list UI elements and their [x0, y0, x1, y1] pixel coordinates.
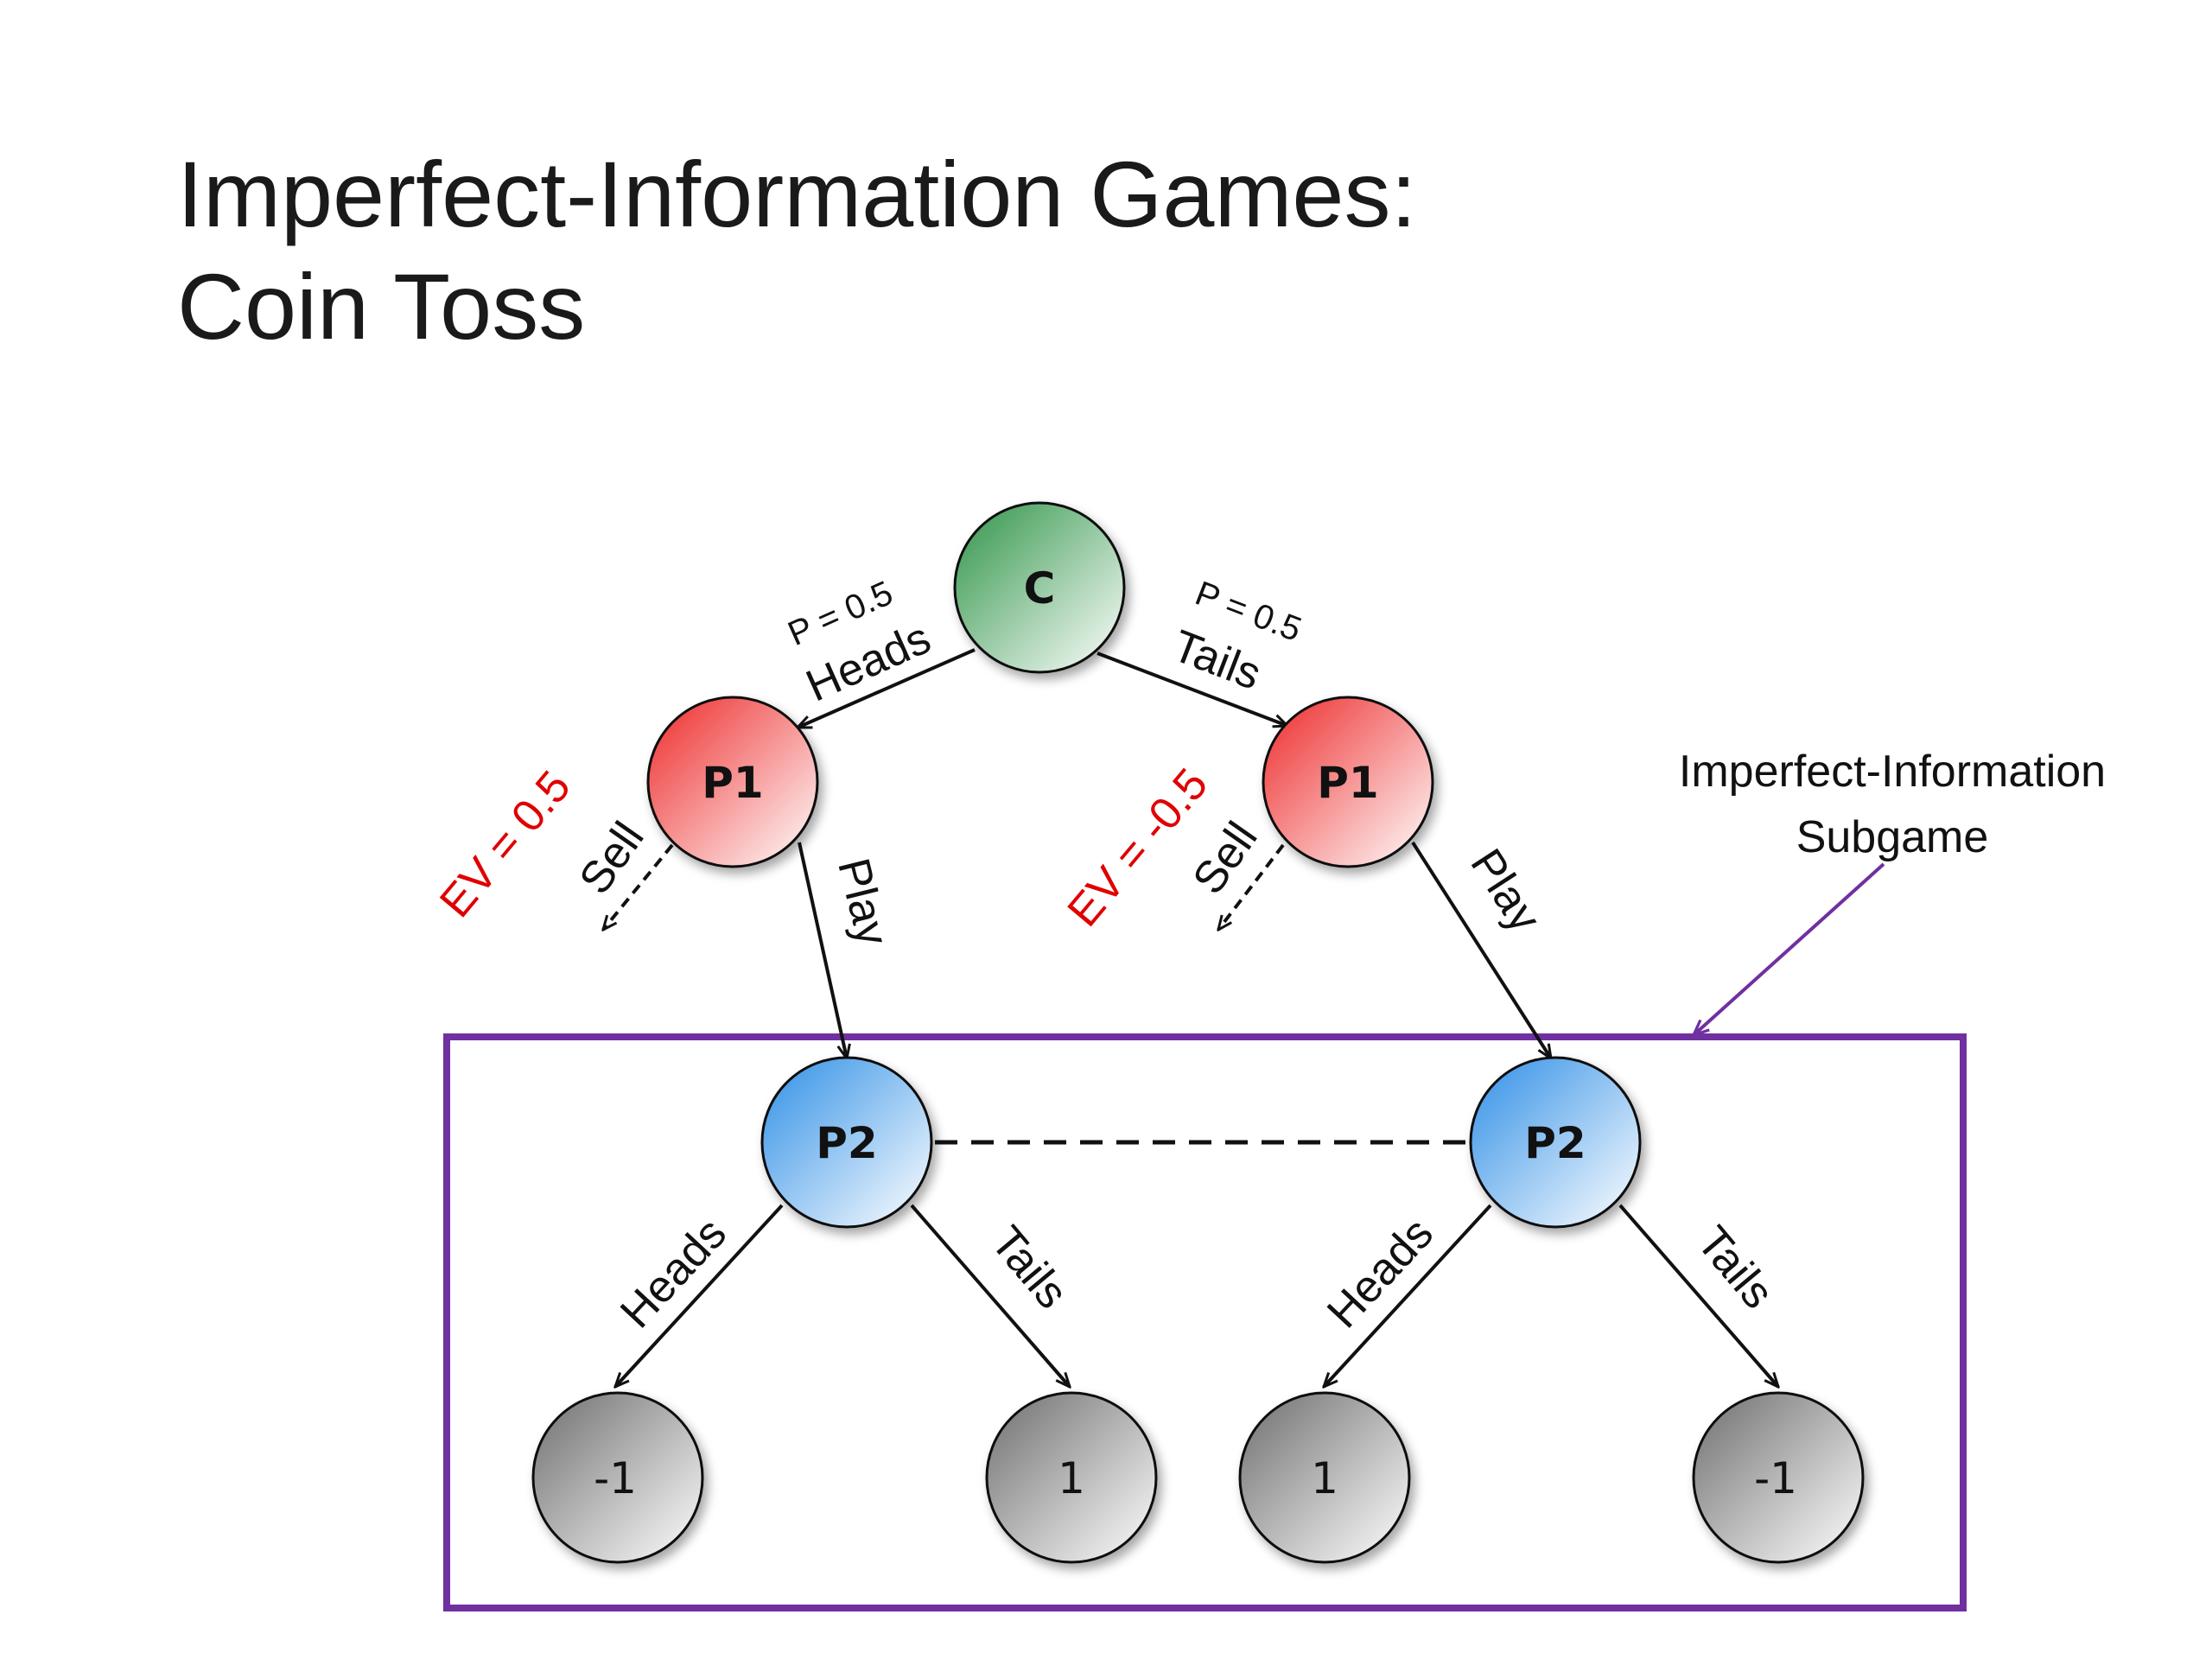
- subgame-callout-line-1: Imperfect-Information: [1679, 747, 2106, 797]
- chance-node: C: [953, 501, 1126, 674]
- edge-p2-left-tails: [910, 1204, 1070, 1387]
- callout-arrow: [1694, 862, 1885, 1035]
- p2-right-heads-label: Heads: [1318, 1209, 1443, 1338]
- p2-right-tails-label: Tails: [1687, 1217, 1783, 1319]
- slide-title: Imperfect-Information Games: Coin Toss: [177, 138, 1416, 363]
- left-play-label: Play: [828, 854, 898, 950]
- player2-left-label: P2: [816, 1118, 877, 1168]
- chance-node-label: C: [1024, 563, 1056, 613]
- player1-node-left: P1: [646, 696, 819, 868]
- player1-left-label: P1: [702, 758, 763, 808]
- player2-node-left: P2: [760, 1056, 933, 1229]
- ev-left-label: EV = 0.5: [430, 761, 581, 926]
- edge-right-play: [1411, 841, 1551, 1058]
- right-sell-label: Sell: [1183, 813, 1267, 903]
- player2-right-label: P2: [1524, 1118, 1586, 1168]
- terminal-node-4: -1: [1692, 1391, 1865, 1564]
- edge-p2-right-heads: [1324, 1204, 1492, 1387]
- player2-node-right: P2: [1469, 1056, 1642, 1229]
- edge-right-sell: [1218, 843, 1285, 930]
- edge-chance-tails: [1096, 652, 1287, 726]
- edge-chance-heads: [798, 648, 976, 729]
- ev-right-label: EV = -0.5: [1058, 760, 1218, 936]
- terminal-node-4-value: -1: [1754, 1453, 1797, 1503]
- terminal-node-3-value: 1: [1311, 1453, 1338, 1503]
- edge-left-play: [798, 842, 847, 1058]
- player1-node-right: P1: [1262, 696, 1434, 868]
- terminal-node-1-value: -1: [594, 1453, 637, 1503]
- right-play-label: Play: [1460, 841, 1550, 941]
- terminal-node-2: 1: [985, 1391, 1158, 1564]
- terminal-node-1: -1: [531, 1391, 704, 1564]
- edge-p2-left-heads: [615, 1204, 784, 1387]
- edge-left-sell: [603, 843, 674, 930]
- subgame-box: [443, 1033, 1967, 1611]
- left-sell-label: Sell: [569, 813, 653, 903]
- title-line-1: Imperfect-Information Games:: [177, 142, 1417, 246]
- terminal-node-2-value: 1: [1058, 1453, 1085, 1503]
- terminal-node-3: 1: [1238, 1391, 1411, 1564]
- edge-p2-right-tails: [1618, 1204, 1778, 1387]
- subgame-callout-line-2: Subgame: [1796, 812, 1989, 862]
- title-line-2: Coin Toss: [177, 254, 586, 359]
- player1-right-label: P1: [1317, 758, 1378, 808]
